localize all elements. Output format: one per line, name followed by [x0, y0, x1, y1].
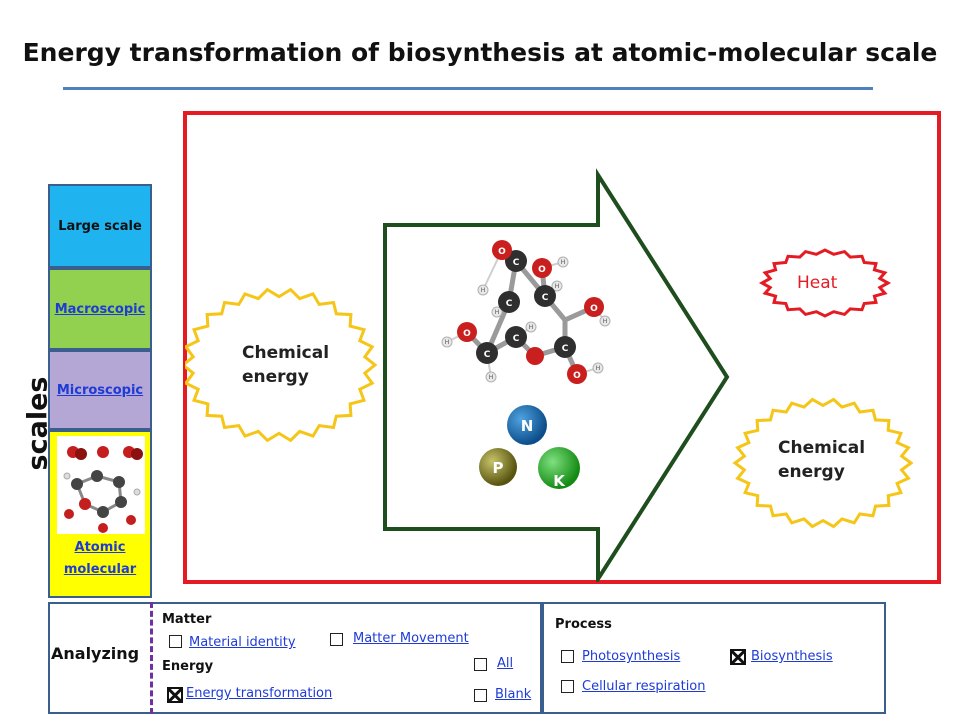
- process-panel: [542, 602, 886, 714]
- title-underline: [63, 87, 873, 90]
- hydrogen-label: H: [603, 318, 608, 325]
- cellular-respiration-link[interactable]: Cellular respiration: [582, 679, 706, 694]
- input-energy-label: Chemical energy: [242, 341, 329, 389]
- carbon-label: C: [513, 334, 520, 344]
- carbon-label: C: [542, 293, 549, 303]
- hydrogen-label: H: [529, 324, 534, 331]
- scale-macroscopic[interactable]: Macroscopic: [48, 268, 152, 350]
- carbon-label: C: [506, 299, 513, 309]
- energy-diagram: C C C C C C O O O O O H H H H H H H H H: [185, 168, 914, 582]
- energy-transformation-checkbox[interactable]: [167, 687, 183, 703]
- output-energy-line-1: Chemical: [778, 438, 866, 458]
- analyzing-panel: [48, 602, 542, 714]
- transformation-arrow: [383, 168, 730, 582]
- input-energy-line-1: Chemical: [242, 343, 330, 363]
- hydrogen-label: H: [445, 339, 450, 346]
- oxygen-label: O: [538, 265, 546, 275]
- glucose-molecule: C C C C C C O O O O O H H H H H H H H H: [441, 240, 611, 384]
- all-checkbox[interactable]: [474, 658, 487, 671]
- oxygen-label: O: [463, 329, 471, 339]
- photosynthesis-link[interactable]: Photosynthesis: [582, 649, 681, 664]
- carbon-label: C: [562, 344, 569, 354]
- hydrogen-label: H: [555, 283, 560, 290]
- energy-label: Energy: [162, 659, 214, 674]
- oxygen-label: O: [498, 247, 506, 257]
- hydrogen-label: H: [481, 287, 486, 294]
- analyzing-divider: [150, 602, 153, 714]
- scale-microscopic-link[interactable]: Microscopic: [56, 382, 144, 398]
- scale-large-label: Large scale: [58, 218, 142, 234]
- input-energy-line-2: energy: [242, 367, 309, 387]
- potassium-atom: [538, 447, 580, 489]
- page-title: Energy transformation of biosynthesis at…: [22, 38, 938, 67]
- scale-large[interactable]: Large scale: [48, 184, 152, 268]
- phosphorus-atom: [479, 448, 517, 486]
- scale-atomic-molecular-link[interactable]: Atomic molecular: [63, 540, 137, 577]
- biosynthesis-link[interactable]: Biosynthesis: [751, 649, 833, 664]
- potassium-label: K: [553, 472, 566, 490]
- nitrogen-atom: [507, 405, 547, 445]
- hydrogen-label: H: [489, 374, 494, 381]
- all-link[interactable]: All: [497, 656, 514, 671]
- analyzing-label: Analyzing: [51, 644, 140, 663]
- cellular-respiration-checkbox[interactable]: [561, 680, 574, 693]
- material-identity-checkbox[interactable]: [169, 635, 182, 648]
- scale-microscopic[interactable]: Microscopic: [48, 350, 152, 430]
- output-energy-label: Chemical energy: [778, 436, 865, 484]
- output-energy-burst: [732, 397, 914, 529]
- carbon-label: C: [484, 350, 491, 360]
- photosynthesis-checkbox[interactable]: [561, 650, 574, 663]
- matter-movement-link[interactable]: Matter Movement: [353, 631, 469, 646]
- glucose-thumbnail: [57, 436, 145, 534]
- scale-macroscopic-link[interactable]: Macroscopic: [54, 301, 146, 317]
- hydrogen-label: H: [596, 365, 601, 372]
- biosynthesis-checkbox[interactable]: [730, 649, 746, 665]
- carbon-label: C: [513, 258, 520, 268]
- oxygen-label: O: [590, 304, 598, 314]
- hydrogen-label: H: [495, 309, 500, 316]
- output-energy-line-2: energy: [778, 462, 845, 482]
- hydrogen-label: H: [561, 259, 566, 266]
- heat-burst: [758, 248, 892, 318]
- material-identity-link[interactable]: Material identity: [189, 635, 296, 650]
- phosphorus-label: P: [493, 459, 504, 477]
- oxygen-label: O: [573, 371, 581, 381]
- matter-movement-checkbox[interactable]: [330, 633, 343, 646]
- scale-atomic-molecular[interactable]: Atomic molecular: [48, 430, 152, 598]
- heat-label: Heat: [797, 273, 838, 293]
- blank-checkbox[interactable]: [474, 689, 487, 702]
- input-energy-burst: [185, 287, 378, 443]
- energy-transformation-link[interactable]: Energy transformation: [186, 686, 333, 701]
- nitrogen-label: N: [521, 417, 534, 435]
- matter-label: Matter: [162, 612, 212, 627]
- blank-link[interactable]: Blank: [495, 687, 532, 702]
- process-label: Process: [555, 617, 612, 632]
